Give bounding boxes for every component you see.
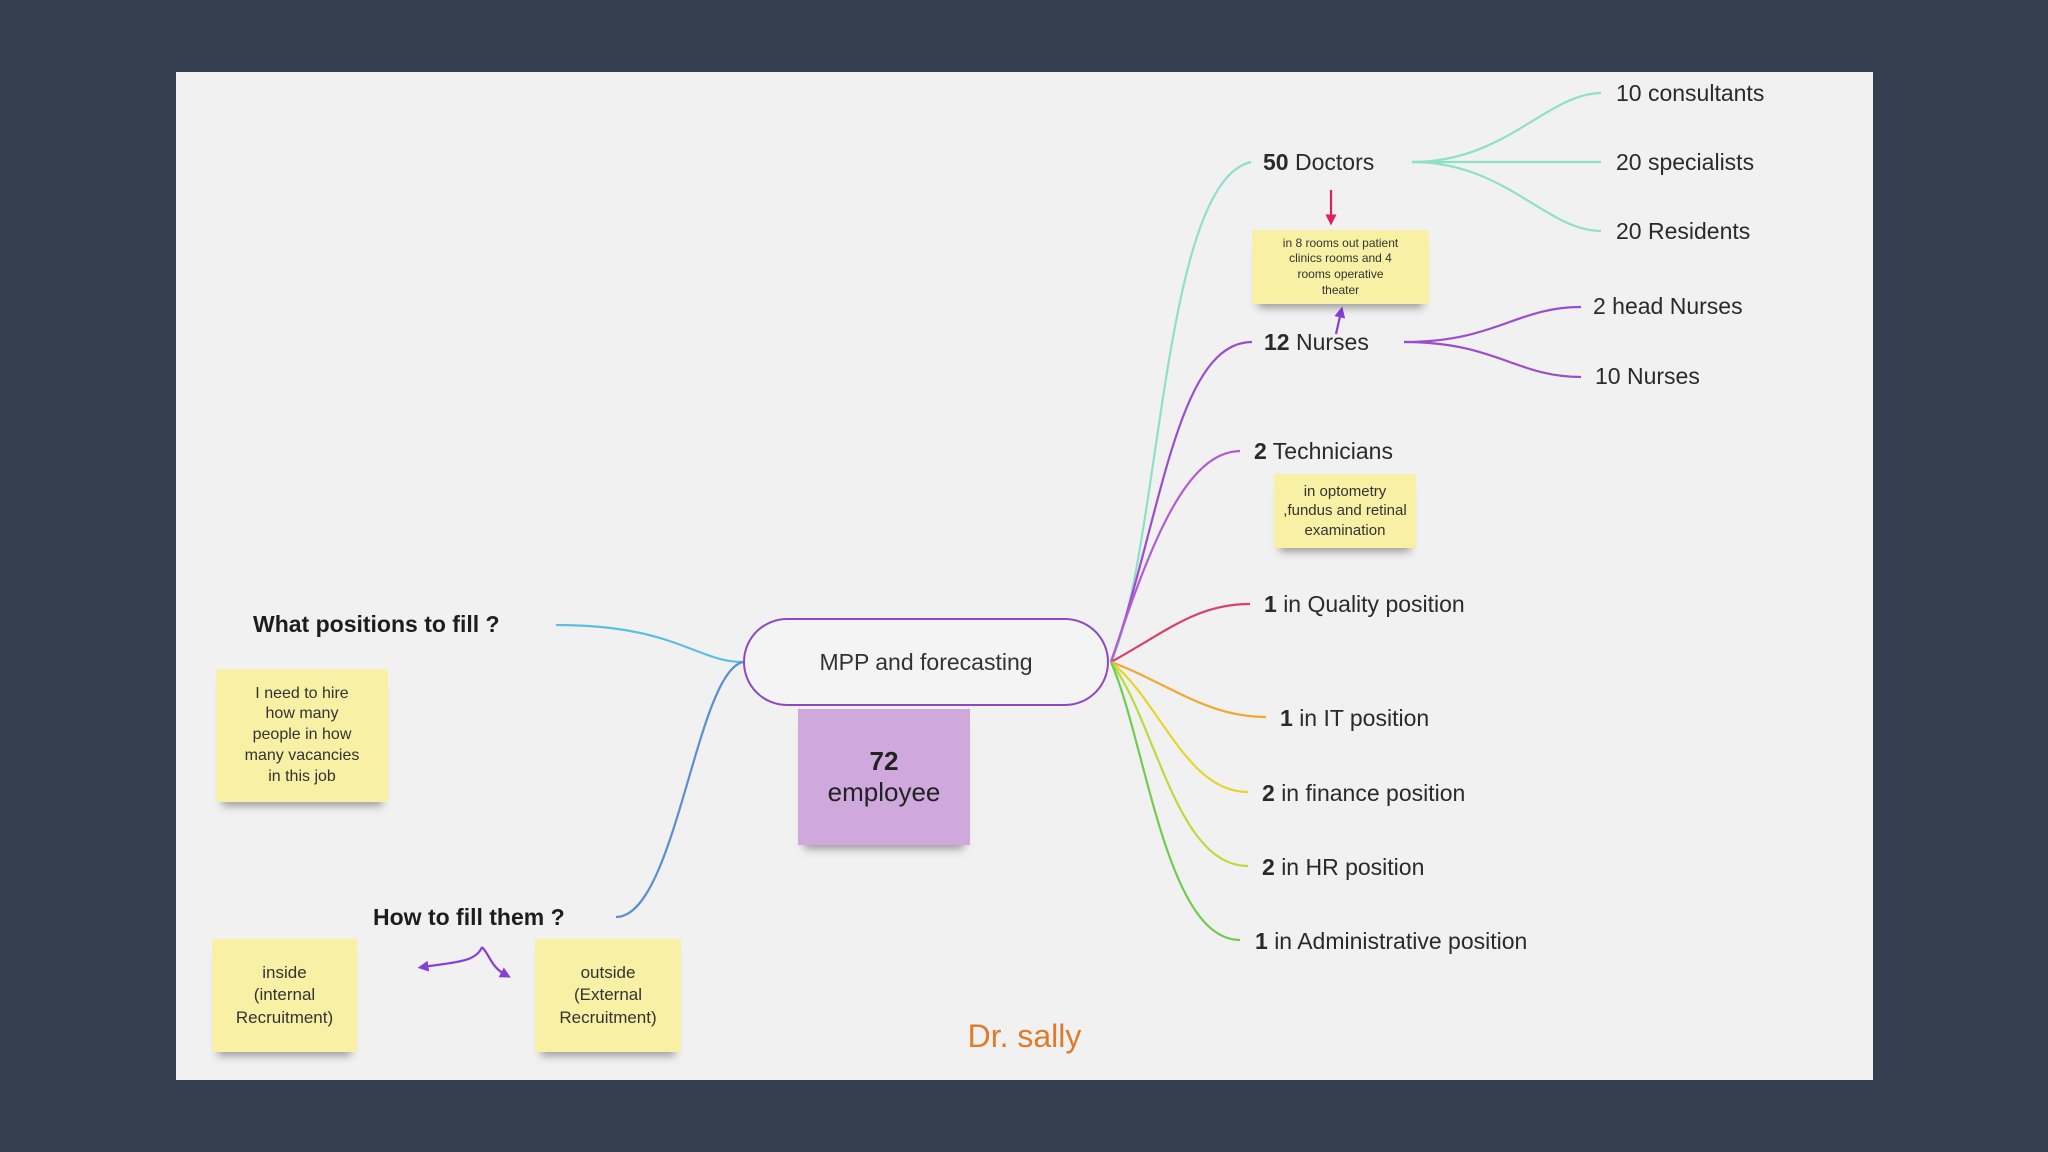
branch-hr[interactable]: 2 in HR position [1262, 856, 1424, 879]
note-doctors-rooms: in 8 rooms out patient clinics rooms and… [1252, 230, 1429, 304]
mindmap-connectors [417, 91, 1602, 978]
sub-branch-nurses[interactable]: 10 Nurses [1595, 363, 1700, 389]
technicians-count: 2 [1254, 438, 1267, 464]
sub-branch-residents[interactable]: 20 Residents [1616, 218, 1751, 244]
arrow-inside [417, 946, 484, 972]
technicians-label: Technicians [1272, 438, 1393, 464]
note-technicians: in optometry ,fundus and retinal examina… [1274, 474, 1416, 548]
link-doctors [1109, 160, 1252, 663]
sub-branch-consultants[interactable]: 10 consultants [1616, 80, 1765, 106]
sub-branch-head-nurses[interactable]: 2 head Nurses [1593, 293, 1743, 319]
branch-quality[interactable]: 1 in Quality position [1264, 593, 1465, 616]
employee-total-note: 72 employee [798, 709, 970, 845]
question-how-to-fill: How to fill them ? [373, 904, 565, 930]
link-residents [1411, 160, 1602, 233]
branch-finance[interactable]: 2 in finance position [1262, 782, 1465, 805]
note-outside-recruitment: outside (External Recruitment) [535, 939, 681, 1052]
question-what-positions: What positions to fill ? [253, 611, 500, 637]
link-head-nurses [1403, 305, 1582, 344]
quality-label: in Quality position [1283, 591, 1465, 617]
link-quality [1110, 602, 1251, 663]
link-finance [1110, 661, 1249, 794]
hr-count: 2 [1262, 854, 1275, 880]
note-hire: I need to hire how many people in how ma… [216, 669, 388, 802]
branch-it[interactable]: 1 in IT position [1280, 707, 1429, 730]
link-how [615, 660, 744, 919]
nurses-label: Nurses [1295, 329, 1369, 355]
arrow-outside [481, 946, 511, 978]
admin-label: in Administrative position [1274, 928, 1528, 954]
employee-label: employee [827, 777, 941, 807]
link-nurses [1109, 340, 1253, 663]
slide: MPP and forecasting 72 employee What pos… [176, 72, 1873, 1080]
link-admin [1109, 661, 1241, 942]
it-count: 1 [1280, 705, 1293, 731]
employee-count: 72 [869, 745, 899, 776]
doctors-count: 50 [1263, 149, 1289, 175]
finance-label: in finance position [1281, 780, 1466, 806]
branch-nurses[interactable]: 12 Nurses [1264, 331, 1369, 354]
admin-count: 1 [1255, 928, 1268, 954]
link-consultants [1411, 91, 1602, 164]
note-inside-recruitment: inside (internal Recruitment) [212, 939, 357, 1052]
link-technicians [1109, 449, 1241, 663]
branch-technicians[interactable]: 2 Technicians [1254, 440, 1393, 463]
branch-admin[interactable]: 1 in Administrative position [1255, 930, 1527, 953]
doctors-label: Doctors [1294, 149, 1375, 175]
author-footer: Dr. sally [967, 1018, 1082, 1054]
it-label: in IT position [1299, 705, 1430, 731]
arrow-nurses-note [1334, 306, 1346, 335]
sub-branch-specialists[interactable]: 20 specialists [1616, 149, 1755, 175]
link-hr [1110, 661, 1249, 868]
link-sub-nurses [1403, 340, 1582, 379]
central-topic[interactable]: MPP and forecasting [743, 618, 1109, 706]
quality-count: 1 [1264, 591, 1277, 617]
hr-label: in HR position [1281, 854, 1425, 880]
finance-count: 2 [1262, 780, 1275, 806]
nurses-count: 12 [1264, 329, 1290, 355]
link-what [555, 623, 744, 664]
link-it [1110, 660, 1267, 719]
branch-doctors[interactable]: 50 Doctors [1263, 151, 1374, 174]
